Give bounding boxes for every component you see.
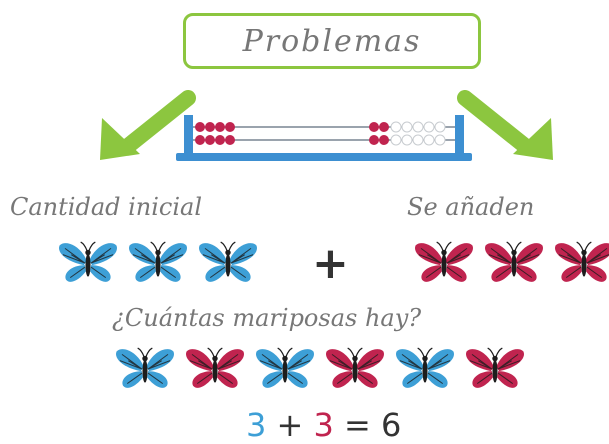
blue-butterfly-icon bbox=[126, 240, 190, 286]
equation: 3 + 3 = 6 bbox=[246, 409, 401, 441]
equation-result: 6 bbox=[381, 406, 402, 444]
equation-addend-a: 3 bbox=[246, 406, 267, 444]
red-butterfly-icon bbox=[552, 240, 609, 286]
blue-butterfly-icon bbox=[56, 240, 120, 286]
red-butterfly-icon bbox=[323, 346, 387, 392]
right-arrow-icon bbox=[457, 90, 553, 160]
total-butterflies bbox=[113, 346, 527, 392]
red-butterfly-icon bbox=[482, 240, 546, 286]
blue-butterfly-icon bbox=[393, 346, 457, 392]
blue-butterfly-icon bbox=[196, 240, 260, 286]
abacus-icon bbox=[176, 115, 472, 161]
equation-addend-b: 3 bbox=[313, 406, 334, 444]
equation-equals: = bbox=[344, 406, 371, 444]
equation-operator: + bbox=[276, 406, 304, 444]
page-title: Problemas bbox=[242, 23, 422, 59]
title-box: Problemas bbox=[183, 13, 481, 69]
left-arrow-icon bbox=[100, 90, 196, 160]
red-butterfly-icon bbox=[412, 240, 476, 286]
blue-butterfly-icon bbox=[253, 346, 317, 392]
initial-butterflies bbox=[56, 240, 260, 286]
red-butterfly-icon bbox=[463, 346, 527, 392]
added-quantity-label: Se añaden bbox=[407, 193, 535, 221]
red-butterfly-icon bbox=[183, 346, 247, 392]
blue-butterfly-icon bbox=[113, 346, 177, 392]
added-butterflies bbox=[412, 240, 609, 286]
initial-quantity-label: Cantidad inicial bbox=[10, 193, 203, 221]
question-text: ¿Cuántas mariposas hay? bbox=[112, 304, 422, 332]
plus-sign: + bbox=[312, 238, 349, 289]
